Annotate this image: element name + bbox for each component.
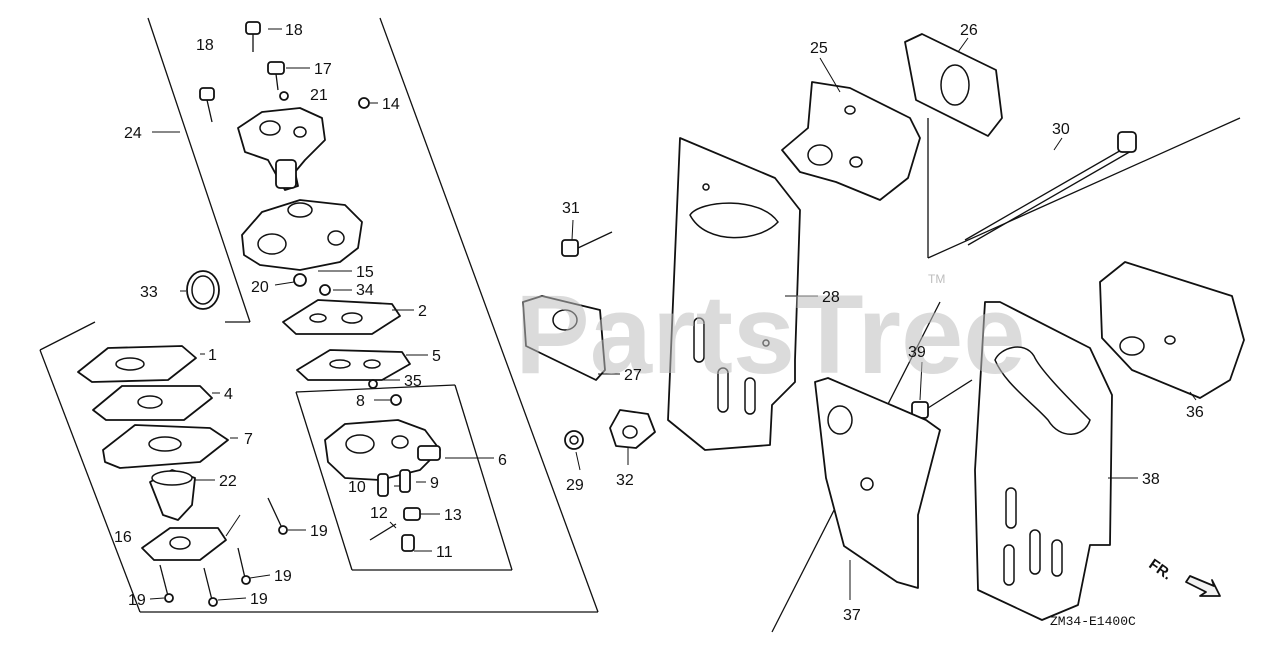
callout-36: 36 — [1186, 404, 1204, 421]
diaphragm-4 — [92, 385, 213, 421]
grommet-29 — [564, 430, 584, 450]
callout-28: 28 — [822, 289, 840, 306]
clamp-32 — [609, 409, 656, 449]
screws-19 — [159, 497, 288, 607]
callout-31: 31 — [562, 200, 580, 217]
callout-24: 24 — [124, 125, 142, 142]
callout-38: 38 — [1142, 471, 1160, 488]
callout-32: 32 — [616, 472, 634, 489]
callout-35: 35 — [404, 373, 422, 390]
callout-20: 20 — [251, 279, 269, 296]
carburetor-assembly-boundary — [39, 17, 599, 613]
insulator-25 — [781, 81, 921, 201]
callout-1: 1 — [208, 347, 217, 364]
callout-9: 9 — [430, 475, 439, 492]
air-cleaner-36 — [1099, 261, 1245, 399]
callout-2: 2 — [418, 303, 427, 320]
pump-body-7 — [102, 424, 229, 469]
callout-25: 25 — [810, 40, 828, 57]
callout-27: 27 — [624, 367, 642, 384]
screws-top — [199, 21, 285, 123]
cover-37 — [814, 377, 941, 589]
guard-38 — [974, 301, 1113, 621]
callout-8: 8 — [356, 393, 365, 410]
callout-39: 39 — [908, 344, 926, 361]
diaphragm-5 — [296, 349, 411, 381]
callout-18: 18 — [285, 22, 303, 39]
float-chamber-boundary — [295, 384, 513, 571]
stud-bolt-30 — [964, 131, 1137, 246]
callout-34: 34 — [356, 282, 374, 299]
callout-17: 17 — [314, 61, 332, 78]
callout-labels: 18 18 17 21 14 24 15 20 34 33 2 1 5 35 4… — [114, 22, 1204, 624]
callout-13: 13 — [444, 507, 462, 524]
callout-19: 19 — [274, 568, 292, 585]
gasket-1 — [77, 345, 197, 383]
callout-18: 18 — [196, 37, 214, 54]
callout-12: 12 — [370, 505, 388, 522]
drawing-code: ZM34-E1400C — [1050, 614, 1136, 629]
callout-15: 15 — [356, 264, 374, 281]
small-parts — [279, 91, 421, 552]
leader-lines — [149, 28, 1197, 601]
direction-label: FR. — [1146, 556, 1176, 584]
callout-5: 5 — [432, 348, 441, 365]
plate-27 — [522, 295, 606, 381]
callout-21: 21 — [310, 87, 328, 104]
callout-33: 33 — [140, 284, 158, 301]
callout-4: 4 — [224, 386, 233, 403]
watermark-text: PartsTree — [515, 272, 1026, 397]
front-direction-arrow: FR. — [1146, 556, 1221, 597]
carburetor-top-cover — [237, 107, 326, 191]
callout-11: 11 — [436, 544, 453, 561]
callout-19: 19 — [310, 523, 328, 540]
callout-10: 10 — [348, 479, 366, 496]
callout-19: 19 — [128, 592, 146, 609]
bolt-31 — [561, 231, 613, 257]
callout-22: 22 — [219, 473, 237, 490]
guard-28 — [667, 137, 801, 451]
gasket-26 — [904, 33, 1003, 137]
callout-7: 7 — [244, 431, 253, 448]
retainer-16 — [141, 527, 227, 561]
callout-29: 29 — [566, 477, 584, 494]
callout-6: 6 — [498, 452, 507, 469]
primer-bulb-22 — [149, 469, 196, 521]
carburetor-body — [241, 199, 363, 271]
callout-37: 37 — [843, 607, 861, 624]
float-chamber — [324, 419, 441, 481]
gasket-2 — [282, 299, 401, 335]
o-ring-33 — [186, 270, 220, 310]
callout-19: 19 — [250, 591, 268, 608]
callout-30: 30 — [1052, 121, 1070, 138]
callout-16: 16 — [114, 529, 132, 546]
callout-26: 26 — [960, 22, 978, 39]
watermark-trademark: TM — [928, 272, 945, 286]
callout-14: 14 — [382, 96, 400, 113]
